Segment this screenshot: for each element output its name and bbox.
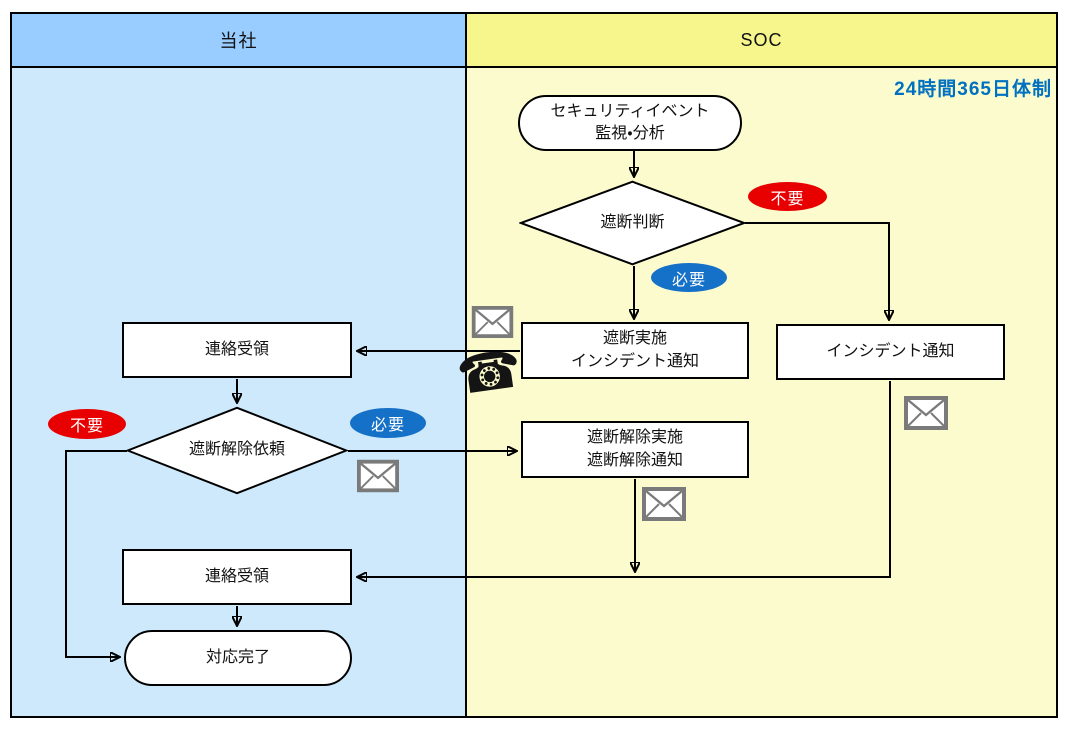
node-receive-1-label: 連絡受領 — [204, 340, 269, 358]
node-incident-notice-label: インシデント通知 — [826, 342, 955, 360]
node-block-decision-label: 遮断判断 — [600, 213, 665, 231]
decision-diamond-shape — [519, 180, 746, 266]
badge-not-required-1: 不要 — [748, 182, 827, 211]
decision-diamond-shape — [126, 406, 348, 495]
lane-header-company: 当社 — [12, 14, 465, 68]
node-receive-2-label: 連絡受領 — [204, 567, 269, 585]
node-receive-1: 連絡受領 — [122, 322, 352, 378]
node-complete: 対応完了 — [124, 630, 352, 686]
lane-soc-body — [467, 68, 1056, 716]
badge-not-required-2: 不要 — [48, 409, 126, 439]
node-unblock-exec: 遮断解除実施 遮断解除通知 — [521, 421, 749, 478]
node-block-decision: 遮断判断 — [519, 180, 746, 266]
node-security-event-monitoring-label: セキュリティイベント 監視・分析 — [550, 102, 710, 142]
lane-soc-label: SOC — [740, 29, 783, 50]
mail-icon — [471, 306, 514, 338]
badge-required-2: 必要 — [350, 408, 426, 438]
node-complete-label: 対応完了 — [205, 648, 270, 666]
mail-icon — [357, 459, 399, 493]
node-unblock-exec-label: 遮断解除実施 遮断解除通知 — [586, 429, 683, 469]
node-receive-2: 連絡受領 — [122, 549, 352, 605]
mail-icon — [904, 396, 948, 430]
node-block-exec: 遮断実施 インシデント通知 — [521, 322, 749, 379]
node-incident-notice: インシデント通知 — [776, 324, 1005, 380]
lane-header-soc: SOC — [467, 14, 1056, 68]
mail-icon — [642, 487, 686, 521]
node-unblock-request: 遮断解除依頼 — [126, 406, 348, 495]
node-security-event-monitoring: セキュリティイベント 監視・分析 — [518, 95, 742, 151]
node-unblock-request-label: 遮断解除依頼 — [188, 441, 285, 459]
availability-note: 24時間365日体制 — [894, 79, 1052, 100]
node-block-exec-label: 遮断実施 インシデント通知 — [570, 330, 699, 370]
badge-required-1: 必要 — [651, 263, 727, 292]
phone-icon: ☎ — [452, 338, 526, 408]
lane-company-label: 当社 — [219, 31, 258, 51]
lane-company-body — [12, 68, 465, 716]
